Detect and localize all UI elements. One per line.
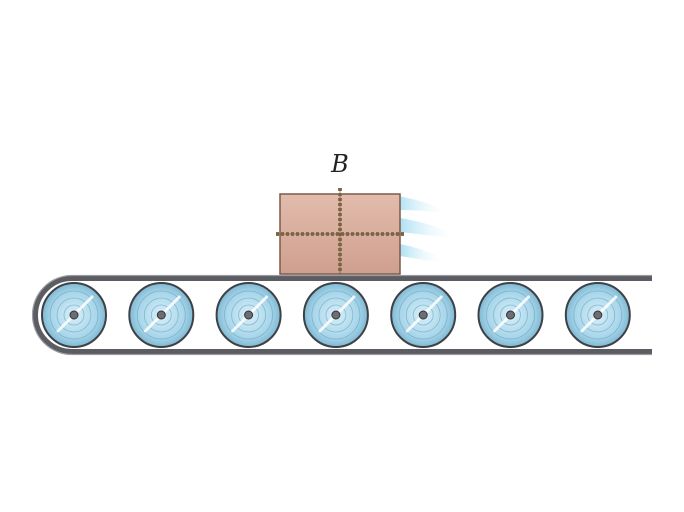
roller-5 <box>390 282 457 348</box>
package-label: B <box>331 150 349 178</box>
roller-3 <box>215 282 282 348</box>
roller-6 <box>477 282 544 348</box>
package-box <box>276 188 404 275</box>
roller-2 <box>128 282 195 348</box>
roller-4 <box>302 282 369 348</box>
conveyor-belt <box>31 274 652 356</box>
rollers-group <box>41 282 631 348</box>
roller-1 <box>41 282 107 348</box>
motion-lines <box>398 196 458 262</box>
roller-7 <box>564 282 631 348</box>
